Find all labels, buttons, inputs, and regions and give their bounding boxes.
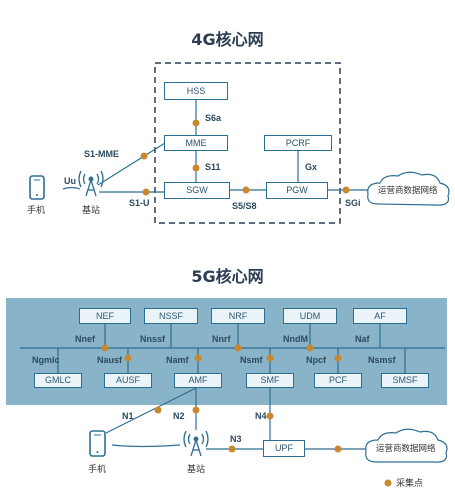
legend-label: 采集点 bbox=[396, 478, 424, 488]
nausf-label: Nausf bbox=[97, 355, 123, 365]
s11-label: S11 bbox=[205, 162, 221, 172]
uu-link bbox=[62, 186, 81, 190]
antenna-icon bbox=[183, 430, 209, 457]
nnrf-label: Nnrf bbox=[212, 334, 231, 344]
pcrf-node: PCRF bbox=[264, 135, 332, 151]
nf-nrf: NRF bbox=[211, 308, 265, 324]
collection-point bbox=[140, 152, 148, 160]
sgw-node: SGW bbox=[164, 182, 230, 199]
s1-u-label: S1-U bbox=[129, 198, 150, 208]
collection-point bbox=[266, 354, 274, 362]
nf-af: AF bbox=[353, 308, 407, 324]
nsmf-label: Nsmf bbox=[240, 355, 263, 365]
s6a-label: S6a bbox=[205, 113, 222, 123]
nf-smsf: SMSF bbox=[381, 373, 429, 388]
hss-node: HSS bbox=[164, 82, 228, 100]
nnef-label: Nnef bbox=[75, 334, 95, 344]
nf-gmlc: GMLC bbox=[34, 373, 82, 388]
base-station-label: 基站 bbox=[82, 205, 101, 215]
legend-dot bbox=[384, 479, 392, 487]
n1-label: N1 bbox=[122, 411, 134, 421]
npcf-label: Npcf bbox=[306, 355, 326, 365]
mme-node: MME bbox=[164, 135, 228, 151]
naf-label: Naf bbox=[355, 334, 370, 344]
collection-point bbox=[194, 354, 202, 362]
nf-pcf: PCF bbox=[314, 373, 362, 388]
nf-nssf: NSSF bbox=[144, 308, 198, 324]
collection-point bbox=[234, 344, 242, 352]
cloud-icon bbox=[365, 428, 448, 463]
base-station-label: 基站 bbox=[187, 464, 206, 474]
5g-core-title: 5G核心网 bbox=[191, 267, 264, 286]
antenna-icon bbox=[78, 170, 104, 197]
nf-ausf: AUSF bbox=[104, 373, 152, 388]
n1-link bbox=[105, 387, 197, 434]
4g-core-title: 4G核心网 bbox=[191, 30, 264, 49]
collection-point bbox=[124, 354, 132, 362]
collection-point bbox=[154, 406, 162, 414]
uu-label: Uu bbox=[64, 176, 76, 186]
n2-label: N2 bbox=[173, 411, 185, 421]
collection-point bbox=[242, 186, 250, 194]
nf-udm: UDM bbox=[283, 308, 337, 324]
s1-mme-label: S1-MME bbox=[84, 149, 120, 159]
phone-label: 手机 bbox=[88, 464, 107, 474]
collection-point bbox=[192, 119, 200, 127]
sgi-label: SGi bbox=[345, 198, 361, 208]
collection-point bbox=[266, 412, 274, 420]
upf-node: UPF bbox=[263, 440, 305, 457]
nsmsf-label: Nsmsf bbox=[368, 355, 396, 365]
collection-points bbox=[101, 119, 392, 487]
phone-label: 手机 bbox=[27, 205, 46, 215]
collection-point bbox=[192, 406, 200, 414]
collection-point bbox=[142, 188, 150, 196]
phone-icon bbox=[89, 430, 106, 457]
4g-core-boundary bbox=[154, 62, 341, 224]
nnssf-label: Nnssf bbox=[140, 334, 166, 344]
phone-bs-radio-link bbox=[111, 444, 181, 448]
cloud-label: 运营商数据网络 bbox=[378, 185, 438, 195]
nndm-label: NndM bbox=[283, 334, 308, 344]
phone-icon bbox=[29, 175, 45, 200]
s5-s8-label: S5/S8 bbox=[232, 201, 257, 211]
collection-point bbox=[192, 164, 200, 172]
pgw-node: PGW bbox=[266, 182, 328, 199]
collection-point bbox=[334, 354, 342, 362]
collection-point bbox=[306, 344, 314, 352]
collection-point bbox=[334, 445, 342, 453]
namf-label: Namf bbox=[166, 355, 189, 365]
nf-nef: NEF bbox=[79, 308, 131, 324]
collection-point bbox=[342, 186, 350, 194]
s1-mme-link bbox=[97, 142, 166, 186]
n3-label: N3 bbox=[230, 434, 242, 444]
cloud-icon bbox=[367, 171, 450, 206]
gx-label: Gx bbox=[305, 162, 318, 172]
collection-point bbox=[101, 344, 109, 352]
n4-label: N4 bbox=[255, 411, 267, 421]
ngmlc-label: Ngmlc bbox=[32, 355, 60, 365]
collection-point bbox=[228, 445, 236, 453]
cloud-label: 运营商数据网络 bbox=[376, 443, 436, 453]
nf-amf: AMF bbox=[174, 373, 222, 388]
nf-smf: SMF bbox=[246, 373, 294, 388]
